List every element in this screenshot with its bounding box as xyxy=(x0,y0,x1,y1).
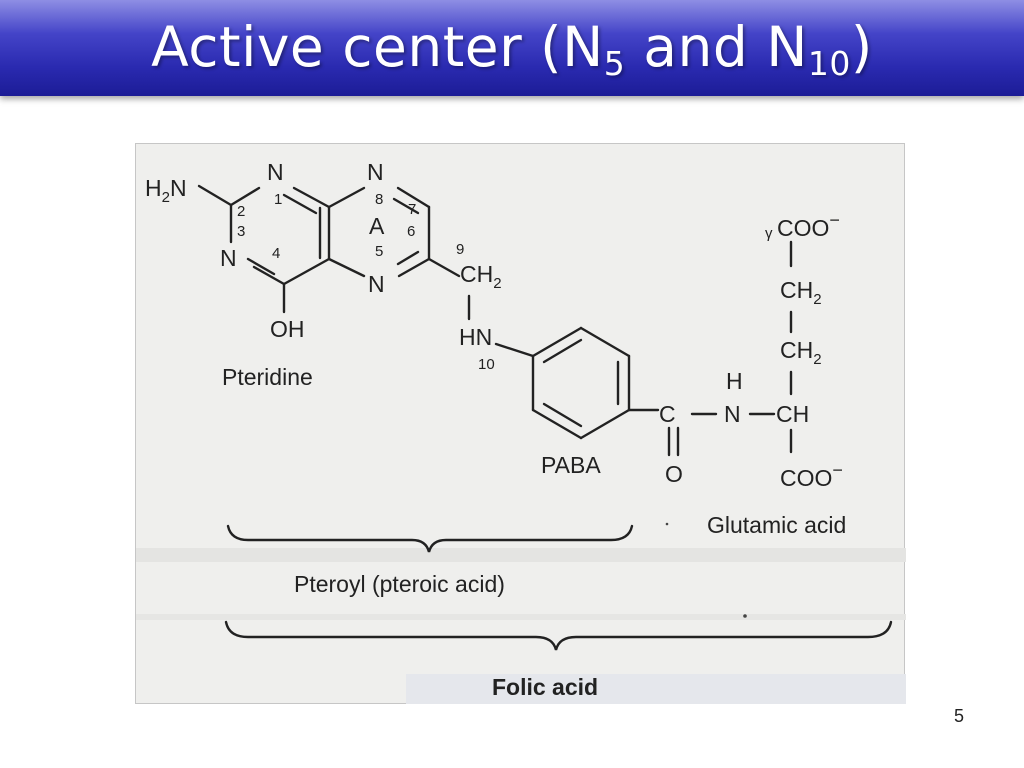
title-bar: Active center (N5 and N10) xyxy=(0,0,1024,96)
atom-h2n: H2N xyxy=(145,175,187,206)
braces xyxy=(224,524,893,651)
bond-n1-c8a-double xyxy=(282,193,318,215)
label-paba: PABA xyxy=(541,452,601,478)
atom-gamma-coo: COO− xyxy=(777,210,840,241)
ring-label-a: A xyxy=(369,213,385,239)
title-mid: and N xyxy=(625,15,808,79)
position-10: 10 xyxy=(478,356,495,373)
atom-hn-10: HN xyxy=(459,324,492,350)
pteroyl-brace xyxy=(226,524,634,553)
bond-n10-ring xyxy=(494,342,535,358)
bond-c8a-n8 xyxy=(327,186,366,209)
title-end: ) xyxy=(850,15,873,79)
bond-h2n-c2 xyxy=(197,184,233,207)
bond-n8-c7-double xyxy=(392,197,420,215)
atom-n5: N xyxy=(368,271,385,297)
title-subscript-10: 10 xyxy=(807,44,851,83)
atom-amide-n: N xyxy=(724,401,741,427)
atom-n8: N xyxy=(367,159,384,185)
position-2: 2 xyxy=(237,203,245,220)
bond-c6-n5 xyxy=(397,257,431,278)
atom-n1: N xyxy=(267,159,284,185)
bond-benzene-inner xyxy=(542,402,583,428)
bond-n5-c4a xyxy=(327,257,366,278)
bond-c6-c9 xyxy=(427,257,461,278)
structure-diagram: H2N N 1 2 3 N 4 OH N 8 A 5 N 7 6 9 CH2 H… xyxy=(136,159,906,704)
label-glutamic-acid: Glutamic acid xyxy=(707,512,846,538)
label-pteroyl: Pteroyl (pteroic acid) xyxy=(294,571,505,597)
scan-streak xyxy=(136,614,906,620)
bond-benzene xyxy=(579,326,631,358)
slide-title: Active center (N5 and N10) xyxy=(0,0,1024,96)
scan-speck xyxy=(743,614,747,618)
position-9: 9 xyxy=(456,241,464,258)
bond-c4a-c4 xyxy=(282,257,331,286)
position-5: 5 xyxy=(375,243,383,260)
atom-glu-ch2-upper: CH2 xyxy=(780,277,822,308)
scan-streak xyxy=(136,548,906,562)
bond-c2-n1 xyxy=(229,186,261,207)
label-folic-acid: Folic acid xyxy=(492,674,598,700)
bond-c6-n5-double xyxy=(396,250,420,266)
position-6: 6 xyxy=(407,223,415,240)
atom-glu-ch2-lower: CH2 xyxy=(780,337,822,368)
title-main: Active center (N xyxy=(151,15,604,79)
folic-acid-structure-figure: H2N N 1 2 3 N 4 OH N 8 A 5 N 7 6 9 CH2 H… xyxy=(135,143,906,704)
title-subscript-5: 5 xyxy=(603,44,626,83)
position-8: 8 xyxy=(375,191,383,208)
gamma-symbol: γ xyxy=(765,225,773,242)
bond-lines xyxy=(197,184,793,457)
atom-ch2-9: CH2 xyxy=(460,261,502,292)
position-1: 1 xyxy=(274,191,282,208)
atom-amide-h: H xyxy=(726,368,743,394)
bond-c4-n3-double xyxy=(246,257,276,276)
atom-carbonyl-o: O xyxy=(665,461,683,487)
bond-benzene xyxy=(579,408,631,440)
scan-speck xyxy=(665,522,669,526)
label-pteridine: Pteridine xyxy=(222,364,313,390)
bond-benzene xyxy=(531,408,583,440)
position-4: 4 xyxy=(272,245,280,262)
bond-n1-c8a xyxy=(292,186,331,209)
position-3: 3 xyxy=(237,223,245,240)
bond-n8-c7 xyxy=(396,186,431,209)
page-number: 5 xyxy=(953,706,964,726)
atom-carbonyl-c: C xyxy=(659,401,676,427)
atom-alpha-coo: COO− xyxy=(780,460,843,491)
atom-oh: OH xyxy=(270,316,305,342)
atom-alpha-ch: CH xyxy=(776,401,809,427)
atom-n3: N xyxy=(220,245,237,271)
bond-benzene-inner xyxy=(542,338,583,364)
bond-c4-n3 xyxy=(252,265,286,286)
scan-streak xyxy=(406,674,906,704)
position-7: 7 xyxy=(408,201,416,218)
bond-benzene xyxy=(531,326,583,358)
folic-acid-brace xyxy=(224,620,893,651)
